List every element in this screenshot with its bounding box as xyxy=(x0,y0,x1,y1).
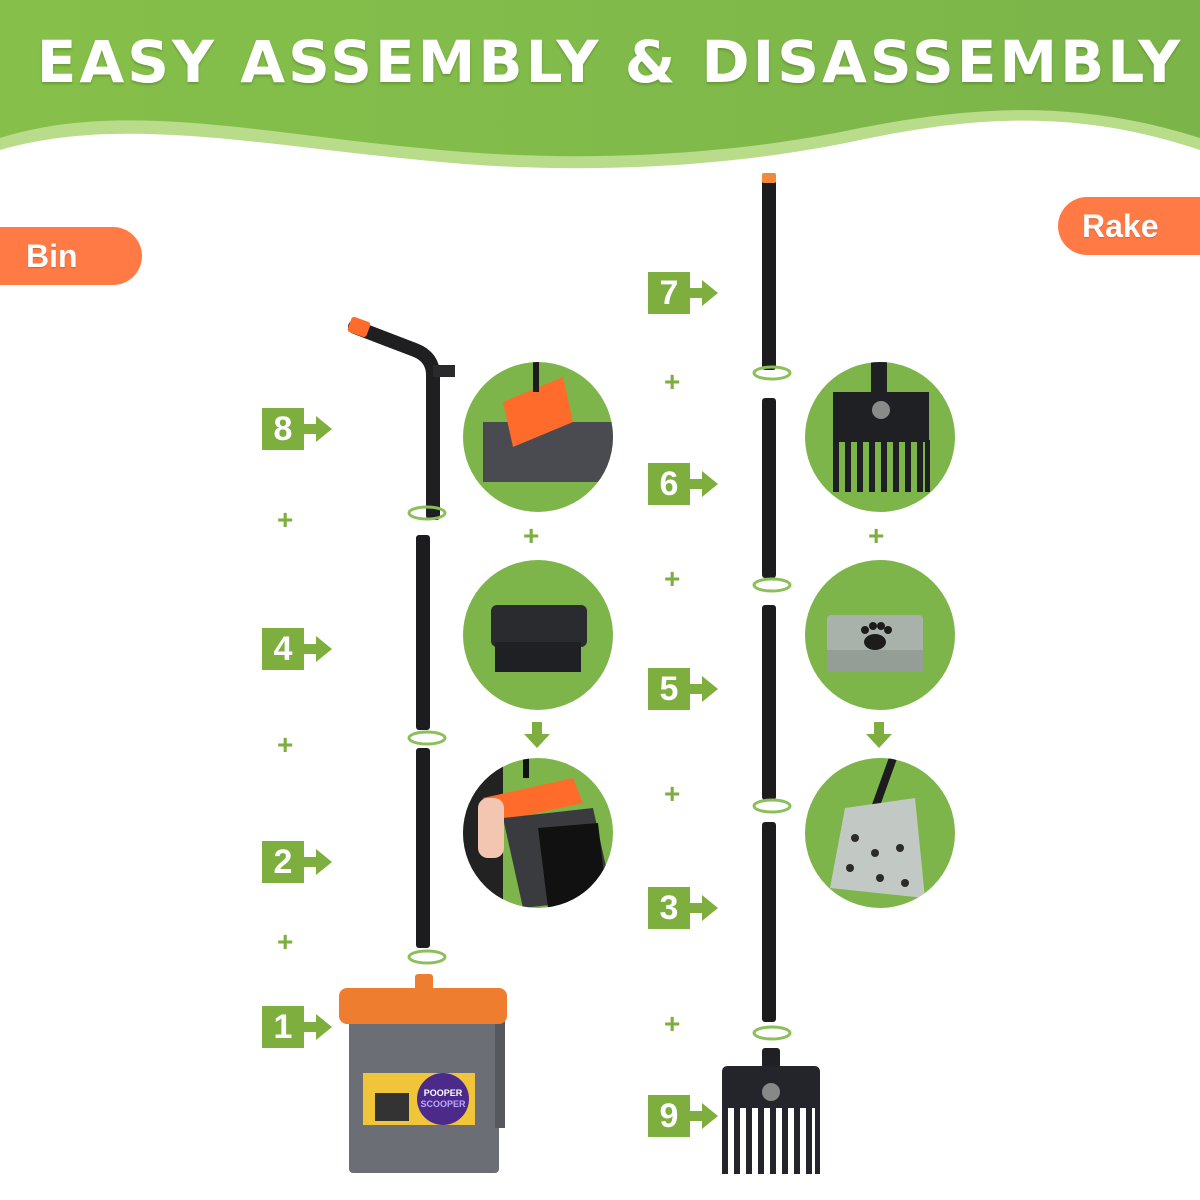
paw-bag-on-rake xyxy=(805,758,955,908)
bin-pole-middle xyxy=(416,535,430,730)
rake-pole-upper xyxy=(762,398,776,578)
bin-handle-top xyxy=(347,316,455,520)
bin-lid-closeup xyxy=(463,362,613,512)
twist-icon xyxy=(752,577,792,593)
step-badge-2: 2 xyxy=(262,841,334,883)
step-badge-6: 6 xyxy=(648,463,720,505)
twist-icon xyxy=(752,1025,792,1041)
plus-icon: + xyxy=(664,778,681,809)
wave-background xyxy=(0,0,1200,169)
step-number: 9 xyxy=(648,1095,690,1137)
arrow-right-icon xyxy=(302,1014,332,1040)
step-badge-7: 7 xyxy=(648,272,720,314)
bag-installation xyxy=(463,758,613,908)
bin-label: Bin xyxy=(0,227,142,285)
twist-icon xyxy=(407,949,447,965)
svg-text:POOPER: POOPER xyxy=(424,1088,463,1098)
step-number: 5 xyxy=(648,668,690,710)
arrow-right-icon xyxy=(688,1103,718,1129)
rake-pole-lower xyxy=(762,822,776,1022)
bin-pole-lower xyxy=(416,748,430,948)
rake-handle-cap xyxy=(762,173,776,183)
plus-icon: + xyxy=(277,926,294,957)
header-banner: EASY ASSEMBLY & DISASSEMBLY xyxy=(0,0,1200,190)
arrow-right-icon xyxy=(688,471,718,497)
plus-icon: + xyxy=(277,504,294,535)
step-badge-8: 8 xyxy=(262,408,334,450)
plus-icon: + xyxy=(664,366,681,397)
step-badge-3: 3 xyxy=(648,887,720,929)
twist-icon xyxy=(407,505,447,521)
bin-container: POOPER SCOOPER xyxy=(339,974,507,1173)
step-number: 4 xyxy=(262,628,304,670)
plus-icon: + xyxy=(277,729,294,760)
rake-handle-top xyxy=(762,180,776,370)
arrow-right-icon xyxy=(688,280,718,306)
plus-icon: + xyxy=(664,563,681,594)
arrow-right-icon xyxy=(302,416,332,442)
step-number: 8 xyxy=(262,408,304,450)
step-badge-9: 9 xyxy=(648,1095,720,1137)
rake-pole-middle xyxy=(762,605,776,800)
step-badge-5: 5 xyxy=(648,668,720,710)
plus-icon: + xyxy=(664,1008,681,1039)
arrow-down-icon xyxy=(524,722,550,748)
arrow-right-icon xyxy=(688,676,718,702)
twist-icon xyxy=(407,730,447,746)
rake-head xyxy=(722,1048,820,1174)
step-badge-4: 4 xyxy=(262,628,334,670)
arrow-right-icon xyxy=(302,849,332,875)
step-number: 1 xyxy=(262,1006,304,1048)
black-bag-roll xyxy=(463,560,613,710)
step-number: 2 xyxy=(262,841,304,883)
step-badge-1: 1 xyxy=(262,1006,334,1048)
rake-head-closeup xyxy=(805,362,955,512)
paw-icon xyxy=(864,634,886,650)
arrow-right-icon xyxy=(688,895,718,921)
plus-icon: + xyxy=(868,520,885,551)
arrow-down-icon xyxy=(866,722,892,748)
plus-icon: + xyxy=(523,520,540,551)
svg-text:SCOOPER: SCOOPER xyxy=(420,1099,466,1109)
paw-bag-roll xyxy=(805,560,955,710)
step-number: 6 xyxy=(648,463,690,505)
rake-label: Rake xyxy=(1058,197,1200,255)
step-number: 7 xyxy=(648,272,690,314)
page-title: EASY ASSEMBLY & DISASSEMBLY xyxy=(36,28,1184,96)
step-number: 3 xyxy=(648,887,690,929)
twist-icon xyxy=(752,798,792,814)
arrow-right-icon xyxy=(302,636,332,662)
twist-icon xyxy=(752,365,792,381)
